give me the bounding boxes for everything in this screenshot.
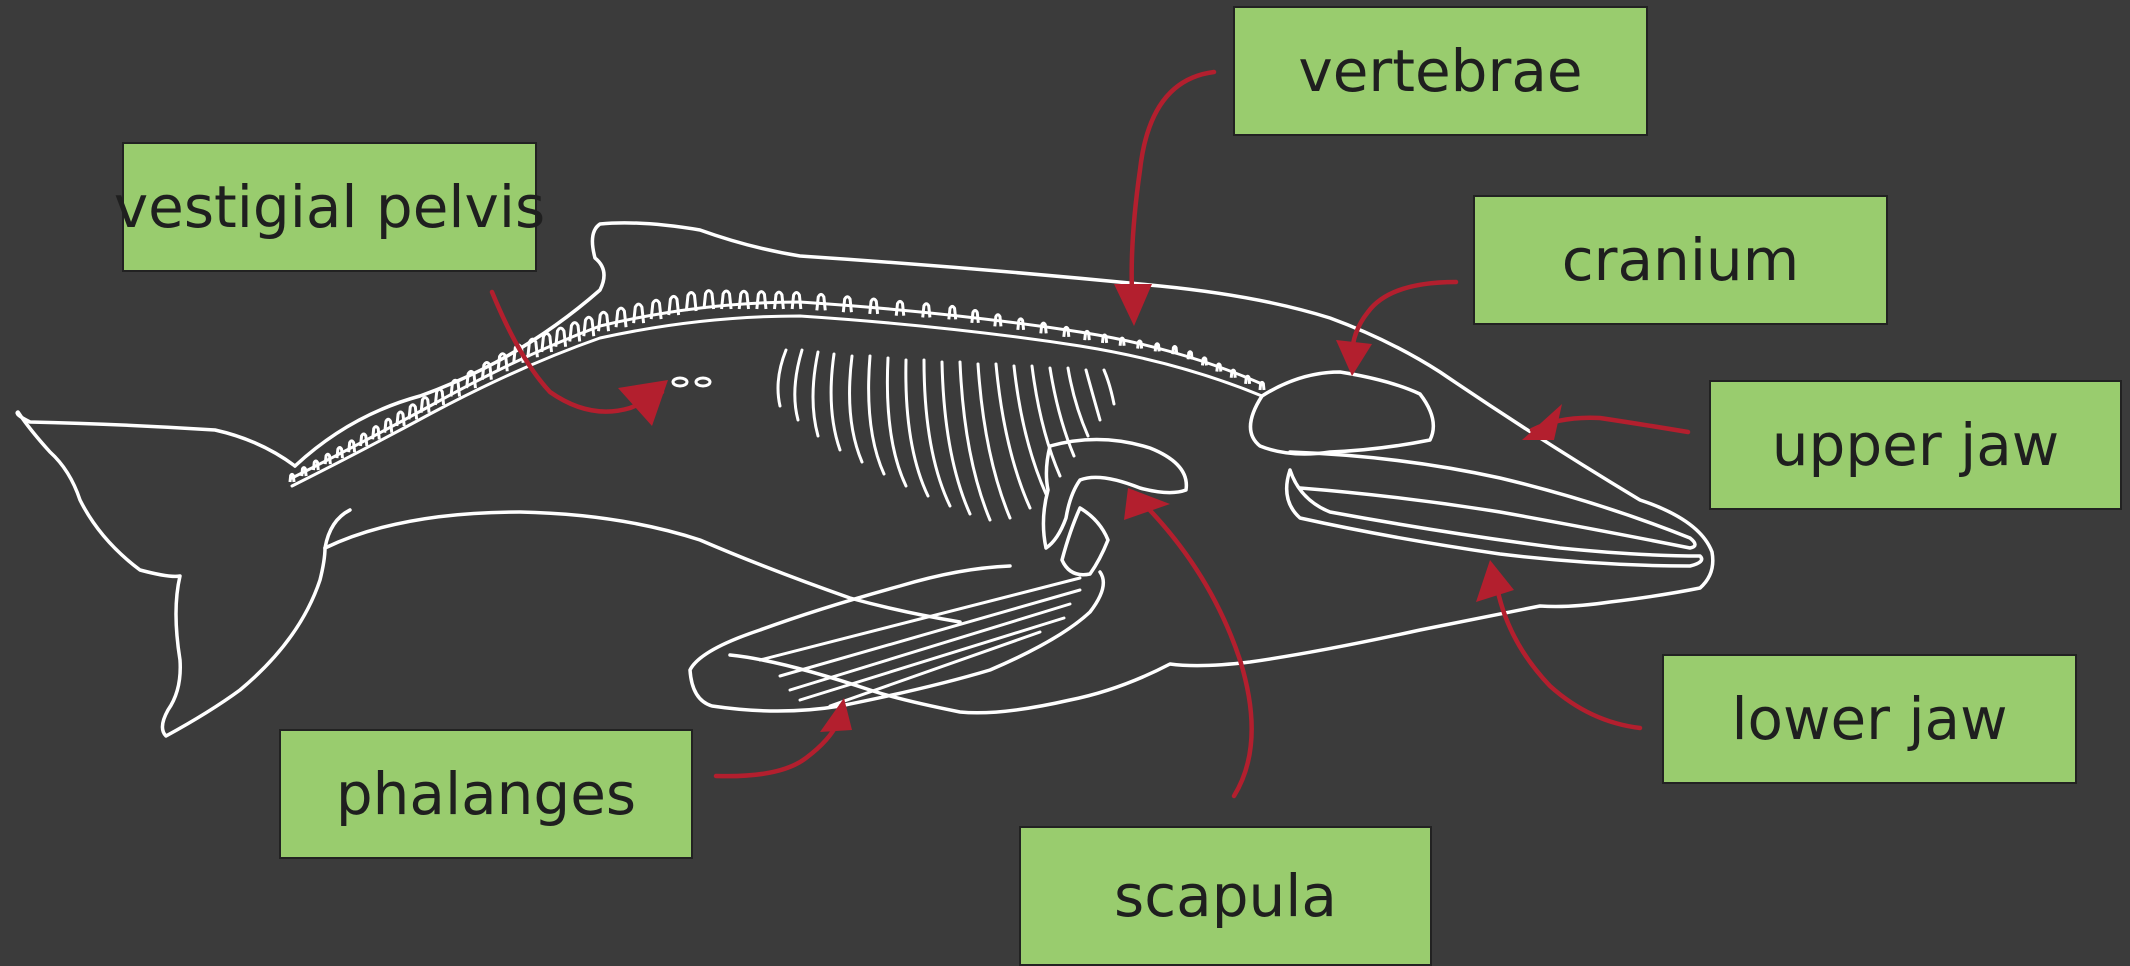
vertebra xyxy=(397,412,404,426)
vertebra xyxy=(1041,323,1046,333)
arrow-vertebrae xyxy=(1132,72,1214,292)
vertebra xyxy=(949,306,956,319)
label-phalanges: phalanges xyxy=(279,729,693,859)
arrowhead-lower-jaw xyxy=(1476,560,1514,602)
arrowhead-vertebrae xyxy=(1114,284,1152,326)
scapula-bone xyxy=(1043,439,1186,548)
arrow-lower-jaw xyxy=(1496,582,1640,728)
vertebra xyxy=(923,304,930,318)
vertebra xyxy=(651,300,661,319)
vertebra xyxy=(616,308,626,327)
vertebra xyxy=(739,291,748,309)
label-vertebrae: vertebrae xyxy=(1233,6,1648,136)
arrow-scapula xyxy=(1140,500,1252,796)
belly-line xyxy=(325,512,960,622)
ribs xyxy=(778,350,1114,520)
pelvis-bone-left xyxy=(673,378,687,386)
vertebra xyxy=(774,292,783,309)
arrowhead-vestigial-pelvis xyxy=(618,380,668,426)
arrowhead-upper-jaw xyxy=(1522,404,1562,440)
vertebra xyxy=(1231,370,1235,378)
label-vestigial-pelvis: vestigial pelvis xyxy=(122,142,537,272)
vertebra xyxy=(1246,376,1250,384)
label-cranium: cranium xyxy=(1473,195,1888,325)
vertebra xyxy=(409,405,417,420)
vertebra xyxy=(584,317,594,336)
label-upper-jaw: upper jaw xyxy=(1709,380,2122,510)
humerus-bone xyxy=(1062,508,1108,575)
vertebra xyxy=(599,312,609,331)
vertebra xyxy=(373,427,380,440)
vertebra xyxy=(1085,331,1090,340)
pelvis-bone-right xyxy=(696,378,710,386)
vertebra xyxy=(1260,382,1264,390)
arrowheads xyxy=(618,284,1562,732)
vertebra xyxy=(1102,335,1106,343)
vertebra xyxy=(634,304,644,323)
vertebra xyxy=(435,389,443,405)
upper-jaw-bone xyxy=(1290,452,1695,548)
label-scapula: scapula xyxy=(1019,826,1432,966)
vertebra xyxy=(385,419,392,432)
vertebra xyxy=(556,328,566,347)
vertebra xyxy=(421,397,429,412)
label-lower-jaw: lower jaw xyxy=(1662,654,2077,784)
vertebra xyxy=(1064,327,1069,336)
vertebra xyxy=(757,292,766,309)
arrows xyxy=(492,72,1688,796)
vertebra xyxy=(570,323,580,342)
vertebra xyxy=(1120,338,1124,346)
cranium-bone xyxy=(1250,372,1433,454)
arrow-phalanges xyxy=(716,722,838,776)
